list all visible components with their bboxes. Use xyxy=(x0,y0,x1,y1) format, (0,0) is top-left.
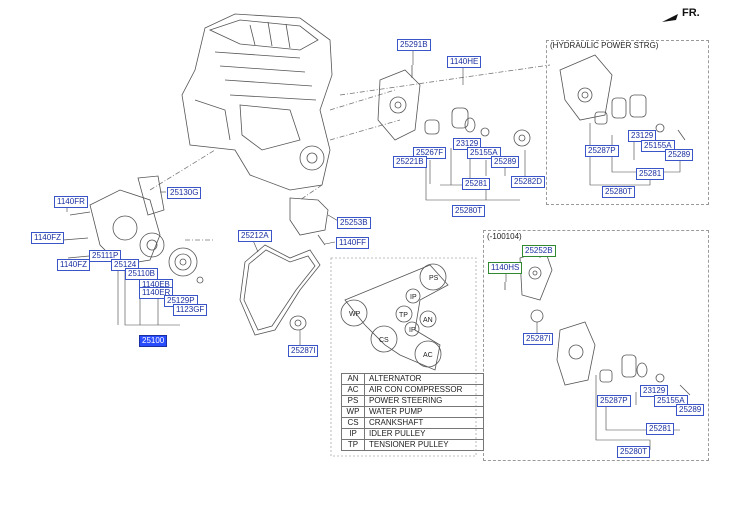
circle-an: AN xyxy=(423,317,433,324)
legend-name: TENSIONER PULLEY xyxy=(364,439,484,451)
part-25287P-hyd[interactable]: 25287P xyxy=(585,145,619,157)
legend-name: ALTERNATOR xyxy=(364,373,484,385)
drive-belt-drawing xyxy=(239,244,321,336)
part-25287P-dated[interactable]: 25287P xyxy=(597,395,631,407)
part-25291B[interactable]: 25291B xyxy=(397,39,431,51)
legend-code: PS xyxy=(341,395,365,407)
legend-code: IP xyxy=(341,428,365,440)
part-25281-top[interactable]: 25281 xyxy=(462,178,491,190)
part-1140FF[interactable]: 1140FF xyxy=(336,237,369,249)
part-25282D[interactable]: 25282D xyxy=(511,176,546,188)
circle-ps: PS xyxy=(429,275,439,282)
idler-bracket-drawing xyxy=(289,197,329,246)
front-direction-label: FR. xyxy=(682,7,700,19)
part-25281-hyd[interactable]: 25281 xyxy=(636,168,665,180)
part-25110B[interactable]: 25110B xyxy=(125,268,158,280)
legend-code: AC xyxy=(341,384,365,396)
part-25221B[interactable]: 25221B xyxy=(393,156,427,168)
circle-ip-lower: IP xyxy=(409,327,416,334)
legend-name: POWER STEERING xyxy=(364,395,484,407)
part-25252B[interactable]: 25252B xyxy=(522,245,556,257)
legend-name: WATER PUMP xyxy=(364,406,484,418)
part-1140HS[interactable]: 1140HS xyxy=(488,262,523,274)
engine-block-drawing xyxy=(181,13,333,191)
part-1140FZ-upper[interactable]: 1140FZ xyxy=(31,232,64,244)
circle-ac: AC xyxy=(423,352,433,359)
circle-ip-upper: IP xyxy=(410,294,417,301)
water-pump-drawing xyxy=(62,175,204,284)
dated-frame-title: (-100104) xyxy=(487,232,522,241)
circle-wp: WP xyxy=(349,311,361,318)
belt-routing-diagram xyxy=(340,263,449,371)
part-25253B[interactable]: 25253B xyxy=(337,217,371,229)
part-25289-dated[interactable]: 25289 xyxy=(676,404,705,416)
hydraulic-frame xyxy=(546,40,709,205)
part-1140FR[interactable]: 1140FR xyxy=(54,196,88,208)
legend-name: AIR CON COMPRESSOR xyxy=(364,384,484,396)
legend-code: TP xyxy=(341,439,365,451)
legend-name: IDLER PULLEY xyxy=(364,428,484,440)
part-1140HE[interactable]: 1140HE xyxy=(447,56,482,68)
dated-frame xyxy=(483,230,709,461)
legend-code: WP xyxy=(341,406,365,418)
front-arrow-icon xyxy=(662,14,678,22)
part-25130G[interactable]: 25130G xyxy=(167,187,202,199)
legend-code: AN xyxy=(341,373,365,385)
part-25289-hyd[interactable]: 25289 xyxy=(665,149,694,161)
hydraulic-frame-title: (HYDRAULIC POWER STRG) xyxy=(550,41,659,50)
part-25289-top[interactable]: 25289 xyxy=(491,156,520,168)
legend-code: CS xyxy=(341,417,365,429)
part-1123GF[interactable]: 1123GF xyxy=(173,304,208,316)
legend-name: CRANKSHAFT xyxy=(364,417,484,429)
part-25280T-hyd[interactable]: 25280T xyxy=(602,186,636,198)
circle-cs: CS xyxy=(379,337,389,344)
part-25212A[interactable]: 25212A xyxy=(238,230,272,242)
part-25280T-dated[interactable]: 25280T xyxy=(617,446,651,458)
part-25287I-dated[interactable]: 25287I xyxy=(523,333,554,345)
part-25287I-belt[interactable]: 25287I xyxy=(288,345,319,357)
tensioner-dated-drawing xyxy=(504,249,691,396)
part-1140FZ-lower[interactable]: 1140FZ xyxy=(57,259,90,271)
part-25280T-top[interactable]: 25280T xyxy=(452,205,486,217)
part-25100[interactable]: 25100 xyxy=(139,335,168,347)
hydraulic-tensioner-drawing xyxy=(559,54,686,141)
part-25281-dated[interactable]: 25281 xyxy=(646,423,675,435)
circle-tp: TP xyxy=(399,312,408,319)
tensioner-assembly-drawing xyxy=(377,65,531,147)
